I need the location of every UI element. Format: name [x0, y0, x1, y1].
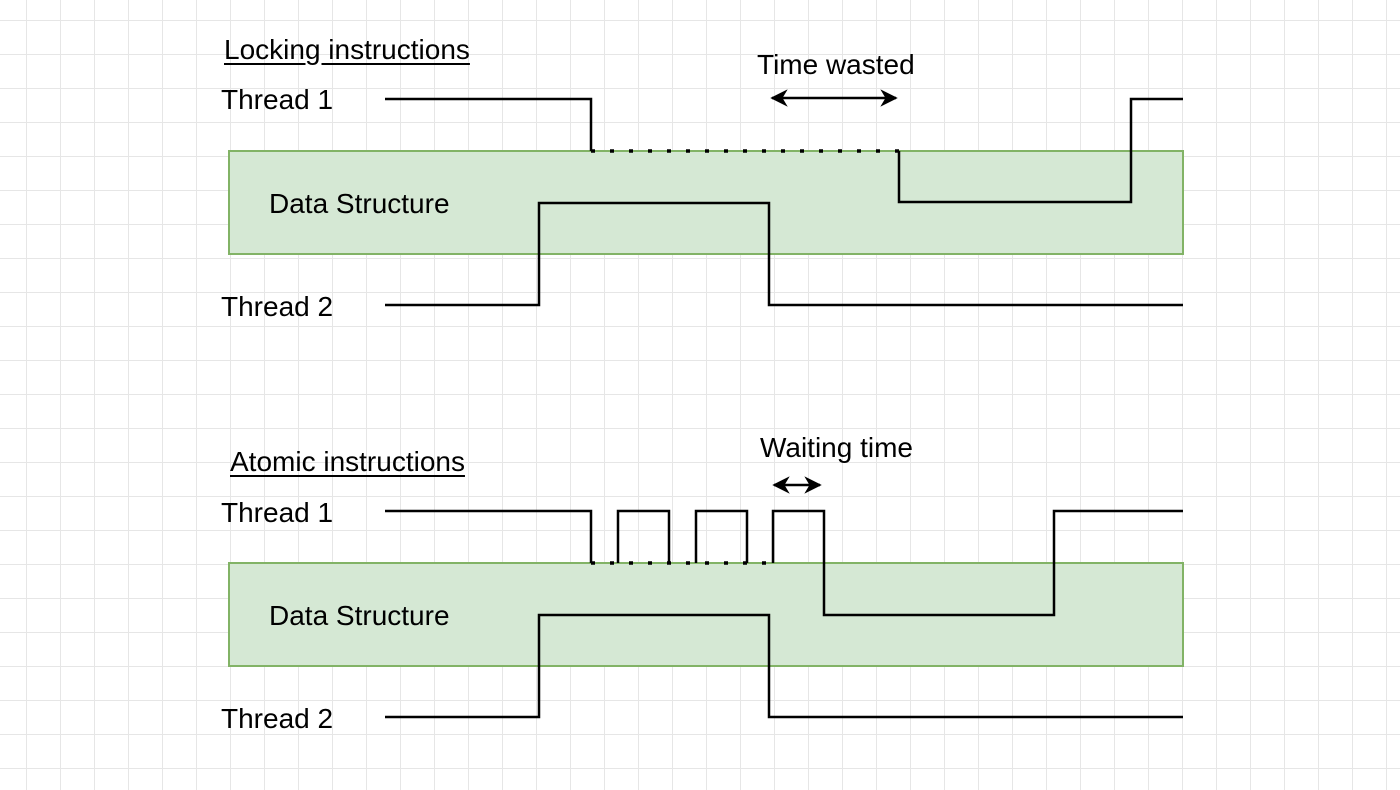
atomic-thread1-retry-pulse-2 — [694, 509, 749, 563]
locking-data-structure-label: Data Structure — [269, 188, 450, 219]
locking-thread1-signal — [385, 97, 593, 151]
atomic-thread1-label: Thread 1 — [221, 497, 334, 528]
locking-thread1-access-signal — [897, 97, 1183, 204]
atomic-heading: Atomic instructions — [230, 446, 465, 477]
locking-thread2-label: Thread 2 — [221, 291, 334, 322]
atomic-thread1-signal — [385, 509, 593, 563]
atomic-thread2-signal — [385, 613, 1183, 719]
locking-heading: Locking instructions — [224, 34, 470, 65]
waiting-time-label: Waiting time — [760, 432, 914, 463]
atomic-thread2-label: Thread 2 — [221, 703, 334, 734]
atomic-thread1-retry-pulse-3 — [771, 509, 1183, 617]
locking-thread2-signal — [385, 201, 1183, 307]
locking-thread1-label: Thread 1 — [221, 84, 334, 115]
atomic-data-structure-label: Data Structure — [269, 600, 450, 631]
time-wasted-label: Time wasted — [757, 49, 915, 80]
atomic-thread1-retry-pulse-1 — [616, 509, 671, 563]
